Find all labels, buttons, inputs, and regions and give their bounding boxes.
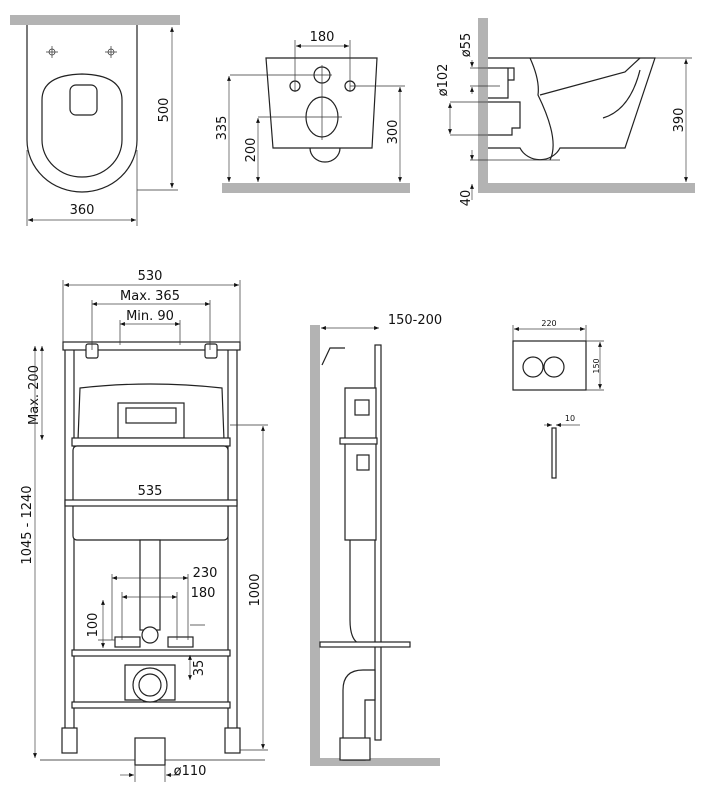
flush-plate-face xyxy=(512,340,587,391)
dim-max-top: Max. 200 xyxy=(27,365,42,425)
dim-max-spacing: Max. 365 xyxy=(120,289,180,304)
dim-side-height: 390 xyxy=(672,108,687,133)
dim-outlet-diameter-frame: ø110 xyxy=(174,764,207,779)
seat-hinge xyxy=(69,84,98,116)
dim-outlet-diameter: ø102 xyxy=(436,64,451,97)
dim-inlet-diameter: ø55 xyxy=(459,33,474,58)
toilet-plan-view: 500 360 xyxy=(10,15,180,226)
dim-bolt-height-frame: 1000 xyxy=(248,573,263,606)
flush-plate-side xyxy=(551,427,557,479)
dim-plan-width: 360 xyxy=(70,203,95,218)
flush-plate: 220 150 10 xyxy=(512,319,604,479)
dim-height-range: 1045 - 1240 xyxy=(20,485,35,564)
dim-tank-width: 535 xyxy=(138,484,163,499)
outlet-elbow xyxy=(132,667,168,703)
dim-outlet-height: 200 xyxy=(244,138,259,163)
dim-outlet-offset: 35 xyxy=(192,660,207,677)
wall-bar xyxy=(10,15,180,25)
dim-plan-depth: 500 xyxy=(157,98,172,123)
toilet-front-view: 180 335 200 300 xyxy=(215,30,410,193)
flush-button-half xyxy=(522,356,544,378)
dim-floor-gap: 40 xyxy=(459,190,474,207)
dim-hole-spacing: 180 xyxy=(310,30,335,45)
bowl-outline xyxy=(26,25,138,193)
dim-inlet-height: 335 xyxy=(215,116,230,141)
dim-bolt-height: 300 xyxy=(386,120,401,145)
floor-bar xyxy=(222,183,410,193)
dim-plate-thickness: 10 xyxy=(565,414,575,423)
dim-bolt-spacing-inner: 180 xyxy=(191,586,216,601)
bowl-side-outline xyxy=(488,57,656,161)
bowl-front-outline xyxy=(265,57,378,149)
flush-button-full xyxy=(543,356,565,378)
seat-outline xyxy=(41,73,123,178)
installation-frame-side: 150-200 xyxy=(310,313,442,766)
fixing-cross-icon xyxy=(46,46,117,58)
dim-bolt-offset: 100 xyxy=(86,613,101,638)
dim-plate-height: 150 xyxy=(592,358,601,373)
flush-valve xyxy=(117,402,185,439)
dim-frame-width: 530 xyxy=(138,269,163,284)
dim-plate-width: 220 xyxy=(541,319,556,328)
installation-frame-front: 530 Max. 365 Min. 90 Max. 200 1045 - 124… xyxy=(20,269,268,782)
dim-depth-range: 150-200 xyxy=(388,313,442,328)
toilet-side-view: ø55 ø102 390 40 xyxy=(436,18,695,206)
dim-min-spacing: Min. 90 xyxy=(126,309,174,324)
dim-bolt-spacing-outer: 230 xyxy=(193,566,218,581)
